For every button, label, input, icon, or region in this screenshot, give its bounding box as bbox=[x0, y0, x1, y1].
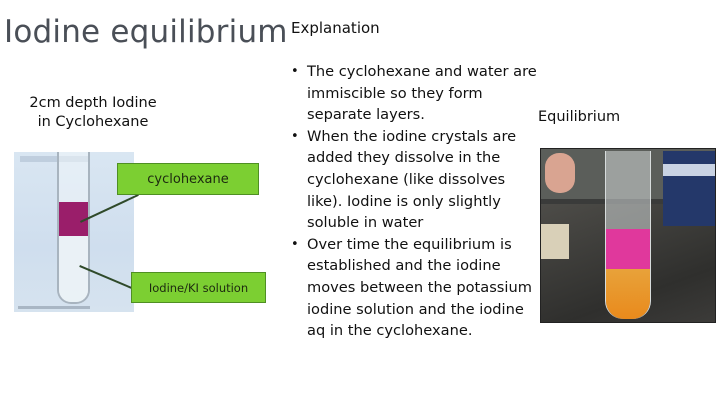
explanation-bullet-list: The cyclohexane and water are immiscible… bbox=[289, 61, 541, 342]
bullet-item: Over time the equilibrium is established… bbox=[289, 234, 541, 342]
bullet-item: The cyclohexane and water are immiscible… bbox=[289, 61, 541, 126]
photo-finger bbox=[545, 153, 575, 193]
pink-cyclohexane-layer bbox=[606, 229, 650, 269]
equilibrium-photo bbox=[540, 148, 716, 323]
image-watermark bbox=[20, 156, 88, 162]
iodine-ki-label: Iodine/KI solution bbox=[131, 272, 266, 303]
bullet-item: When the iodine crystals are added they … bbox=[289, 126, 541, 234]
orange-aqueous-layer bbox=[606, 269, 650, 319]
slide-title: Iodine equilibrium bbox=[4, 14, 288, 50]
photo-stripe bbox=[663, 164, 715, 176]
cyclohexane-label: cyclohexane bbox=[117, 163, 259, 195]
left-image-caption: 2cm depth Iodine in Cyclohexane bbox=[8, 94, 178, 132]
equilibrium-heading: Equilibrium bbox=[538, 109, 621, 125]
caption-line-2: in Cyclohexane bbox=[37, 114, 149, 130]
photo-paper bbox=[541, 224, 569, 259]
image-credit bbox=[18, 306, 90, 309]
photo-blue-object bbox=[663, 151, 715, 226]
photo-test-tube bbox=[605, 151, 651, 319]
test-tube-diagram-image bbox=[14, 152, 134, 312]
iodine-ki-layer bbox=[59, 236, 88, 302]
caption-line-1: 2cm depth Iodine bbox=[29, 95, 157, 111]
test-tube bbox=[57, 152, 90, 304]
explanation-heading: Explanation bbox=[291, 19, 380, 37]
